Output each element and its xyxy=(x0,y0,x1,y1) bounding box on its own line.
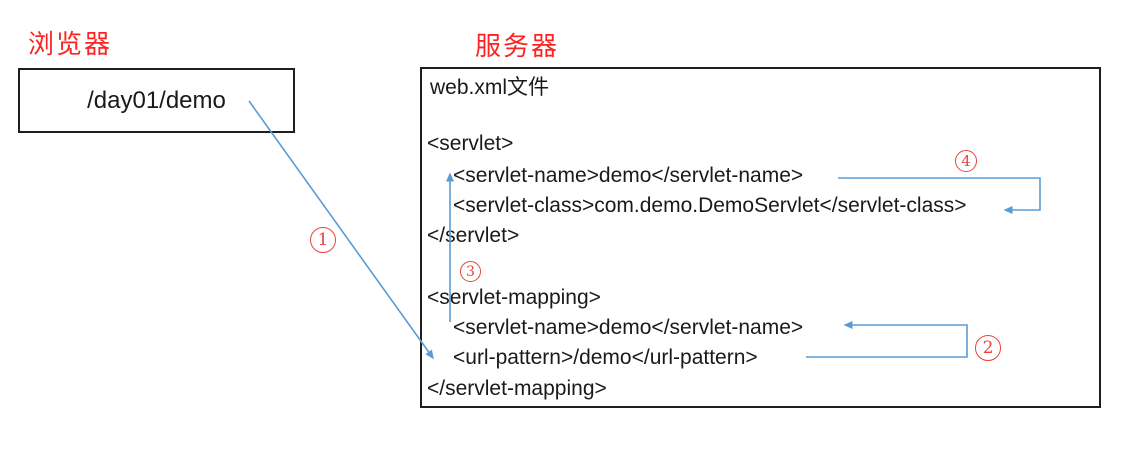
webxml-title: web.xml文件 xyxy=(430,76,550,99)
code-line-servlet-close: </servlet> xyxy=(427,224,520,247)
step-1-badge: 1 xyxy=(310,227,336,253)
arrow-step-1-request-line xyxy=(248,100,434,360)
code-line-mapping-servlet-name: <servlet-name>demo</servlet-name> xyxy=(453,316,804,339)
browser-url-text: /day01/demo xyxy=(87,86,226,114)
server-label: 服务器 xyxy=(475,32,560,62)
code-line-servlet-class: <servlet-class>com.demo.DemoServlet</ser… xyxy=(453,194,967,217)
step-2-badge: 2 xyxy=(975,335,1001,361)
step-3-badge: 3 xyxy=(460,261,481,282)
code-line-servlet-open: <servlet> xyxy=(427,132,514,155)
code-line-mapping-open: <servlet-mapping> xyxy=(427,286,601,309)
step-4-badge: 4 xyxy=(955,150,977,172)
browser-label: 浏览器 xyxy=(28,30,113,60)
browser-box: /day01/demo xyxy=(18,68,295,133)
code-line-url-pattern: <url-pattern>/demo</url-pattern> xyxy=(453,346,758,369)
code-line-mapping-close: </servlet-mapping> xyxy=(427,377,607,400)
code-line-servlet-name: <servlet-name>demo</servlet-name> xyxy=(453,164,804,187)
